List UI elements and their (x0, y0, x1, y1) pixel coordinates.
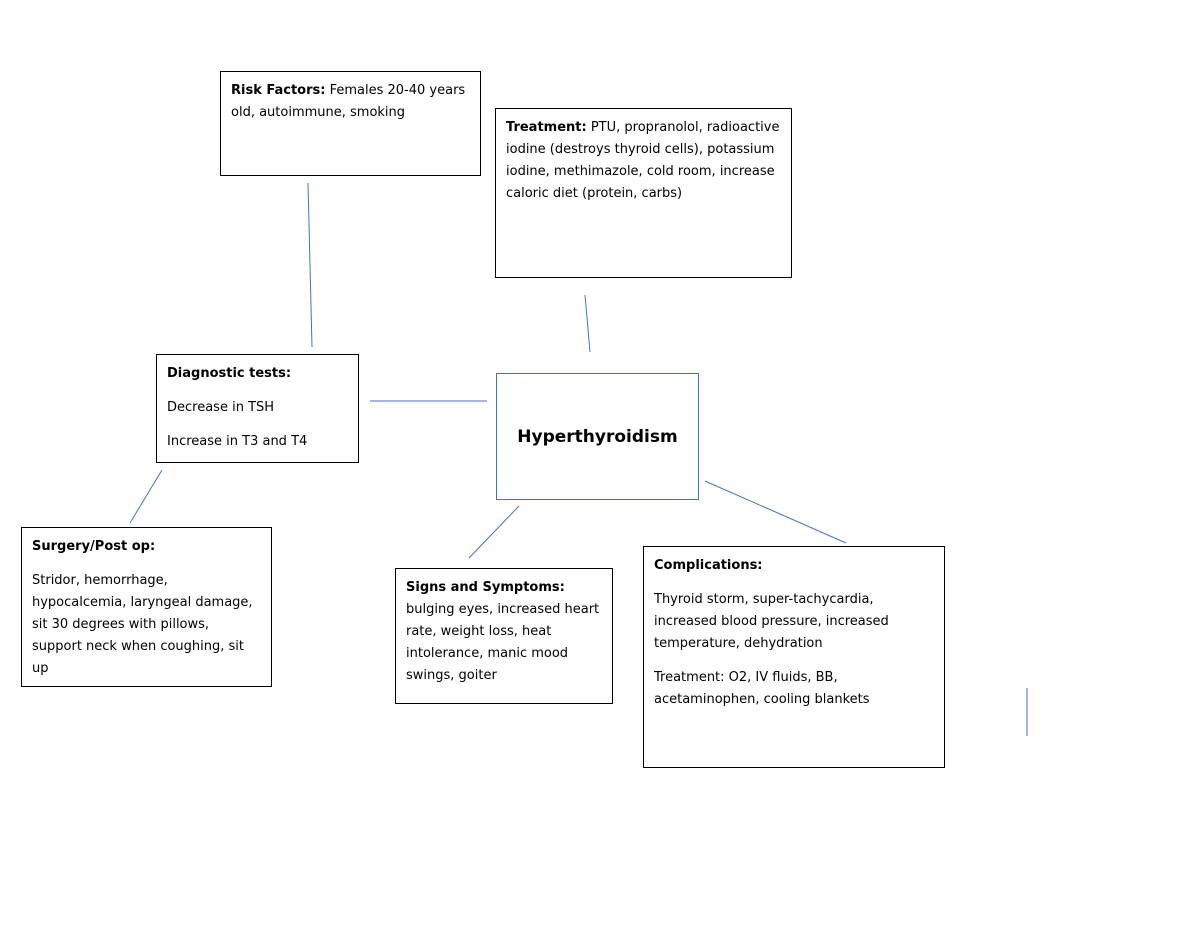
treatment-box: Treatment: PTU, propranolol, radioactive… (495, 108, 792, 278)
diagnostic-line-tsh: Decrease in TSH (167, 400, 275, 415)
diagnostic-tests-heading: Diagnostic tests: (167, 366, 292, 381)
connector-treatment-center (584, 294, 591, 353)
connector-center-signs (468, 505, 520, 559)
signs-text: bulging eyes, increased heart rate, weig… (406, 602, 600, 683)
risk-factors-box: Risk Factors: Females 20-40 years old, a… (220, 71, 481, 176)
surgery-heading: Surgery/Post op: (32, 539, 156, 554)
center-title: Hyperthyroidism (517, 426, 678, 447)
surgery-post-op-box: Surgery/Post op: Stridor, hemorrhage, hy… (21, 527, 272, 687)
connector-diagnostic-surgery (129, 469, 163, 524)
connector-risk-diagnostic (307, 182, 313, 348)
treatment-text: PTU, propranolol, radioactive iodine (de… (506, 120, 780, 201)
treatment-heading: Treatment: (506, 120, 587, 135)
diagnostic-line-t3-t4: Increase in T3 and T4 (167, 434, 308, 449)
complications-text: Thyroid storm, super-tachycardia, increa… (654, 592, 889, 651)
center-node: Hyperthyroidism (496, 373, 699, 500)
diagnostic-tests-box: Diagnostic tests: Decrease in TSH Increa… (156, 354, 359, 463)
surgery-text: Stridor, hemorrhage, hypocalcemia, laryn… (32, 573, 253, 676)
signs-symptoms-box: Signs and Symptoms: bulging eyes, increa… (395, 568, 613, 704)
signs-heading: Signs and Symptoms: (406, 580, 565, 595)
risk-factors-heading: Risk Factors: (231, 83, 326, 98)
complications-treatment-text: Treatment: O2, IV fluids, BB, acetaminop… (654, 670, 870, 707)
complications-box: Complications: Thyroid storm, super-tach… (643, 546, 945, 768)
risk-factors-text: Females 20-40 years old, autoimmune, smo… (231, 83, 466, 120)
complications-heading: Complications: (654, 558, 763, 573)
connector-center-complications (704, 480, 847, 544)
